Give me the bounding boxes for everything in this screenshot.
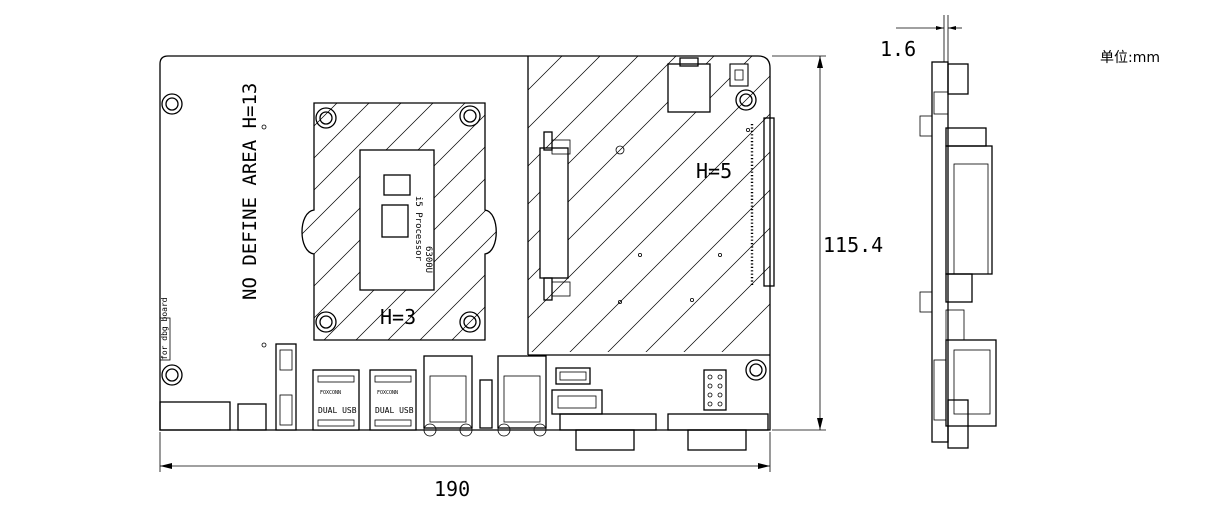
side-view [896, 15, 997, 449]
debug-board-label: for dbg board [160, 297, 169, 360]
board-outline [159, 55, 771, 431]
io-connectors [159, 317, 769, 451]
dimension-height-value: 115.4 [823, 233, 883, 257]
mounting-holes-left [161, 93, 767, 386]
no-define-area-label: NO DEFINE AREA H=13 [239, 83, 261, 300]
usb-brand-label-1: FOXCONN [320, 390, 341, 396]
dimension-width-value: 190 [434, 477, 470, 501]
cpu-text-line2: 6300U [423, 246, 433, 273]
dimension-thickness-value: 1.6 [880, 37, 916, 61]
usb-label-2: DUAL USB [375, 406, 414, 415]
usb-label-1: DUAL USB [318, 406, 357, 415]
cpu-text-line1: i5 Processor [413, 196, 423, 262]
right-hatched-area [527, 56, 775, 356]
usb-brand-label-2: FOXCONN [377, 390, 398, 396]
unit-label: 单位:mm [1100, 50, 1160, 66]
hatched-height-label: H=5 [696, 159, 732, 183]
cpu-hatched-area [301, 102, 497, 341]
dimension-width [159, 432, 771, 472]
dimension-height [772, 55, 826, 431]
cpu-height-label: H=3 [380, 305, 416, 329]
